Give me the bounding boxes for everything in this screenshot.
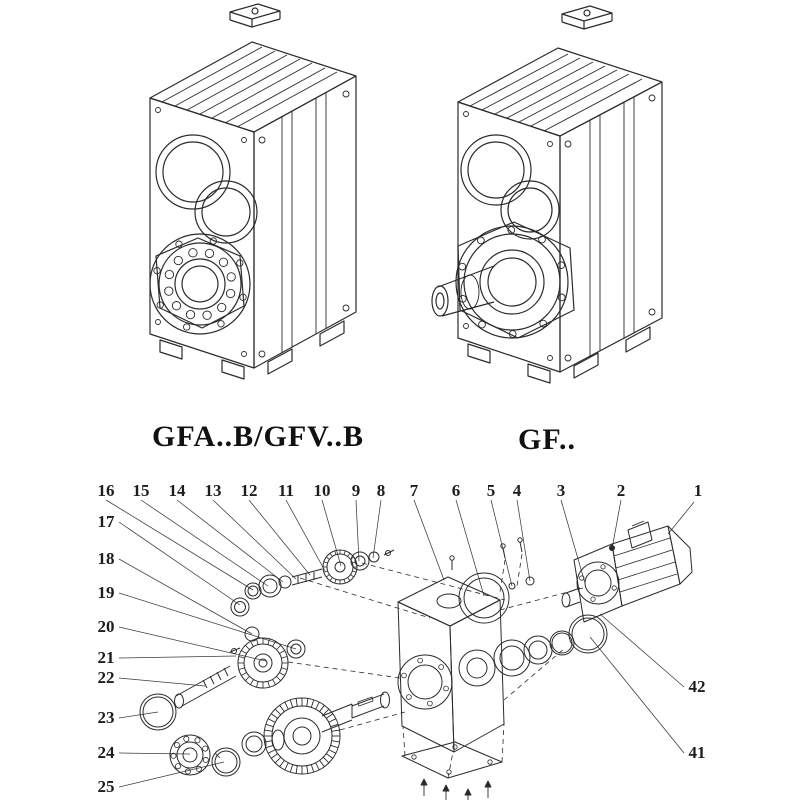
part-number-6: 6 xyxy=(451,481,461,500)
part-number-5: 5 xyxy=(486,481,496,500)
model-label-gf: GF.. xyxy=(518,423,576,456)
part-number-11: 11 xyxy=(277,481,295,500)
part-number-7: 7 xyxy=(409,481,419,500)
part-number-10: 10 xyxy=(313,481,331,500)
model-label-gfa-gfv: GFA..B/GFV..B xyxy=(152,420,364,453)
part-number-4: 4 xyxy=(512,481,522,500)
part-number-42: 42 xyxy=(688,677,706,696)
output-gear-assembly xyxy=(169,691,390,777)
projection-lines xyxy=(287,553,584,779)
input-shaft-assembly xyxy=(244,549,395,600)
motor-assembly xyxy=(561,520,693,623)
ring-parts xyxy=(458,572,608,677)
bottom-cover-plate xyxy=(401,741,503,800)
part-number-21: 21 xyxy=(97,648,115,667)
part-number-17: 17 xyxy=(97,512,115,531)
part-number-3: 3 xyxy=(556,481,566,500)
part-number-23: 23 xyxy=(97,708,115,727)
part-number-15: 15 xyxy=(132,481,150,500)
leader-lines xyxy=(105,499,695,788)
part-number-8: 8 xyxy=(376,481,386,500)
part-number-9: 9 xyxy=(351,481,361,500)
part-number-24: 24 xyxy=(97,743,115,762)
part-number-13: 13 xyxy=(204,481,222,500)
part-number-25: 25 xyxy=(97,777,115,796)
gearbox-hollow-shaft-drawing xyxy=(149,3,357,380)
cover-bolts xyxy=(420,778,492,800)
exploded-view-drawing xyxy=(105,499,695,800)
part-number-18: 18 xyxy=(97,549,115,568)
part-number-41: 41 xyxy=(688,743,706,762)
part-number-20: 20 xyxy=(97,617,115,636)
part-number-19: 19 xyxy=(97,583,115,602)
housing xyxy=(397,537,523,753)
part-number-1: 1 xyxy=(693,481,703,500)
intermediate-gear-assembly xyxy=(139,597,306,731)
part-number-16: 16 xyxy=(97,481,115,500)
gearbox-shaft-output-drawing xyxy=(431,5,663,384)
part-number-14: 14 xyxy=(168,481,186,500)
part-number-22: 22 xyxy=(97,668,115,687)
part-number-2: 2 xyxy=(616,481,626,500)
part-number-12: 12 xyxy=(240,481,258,500)
